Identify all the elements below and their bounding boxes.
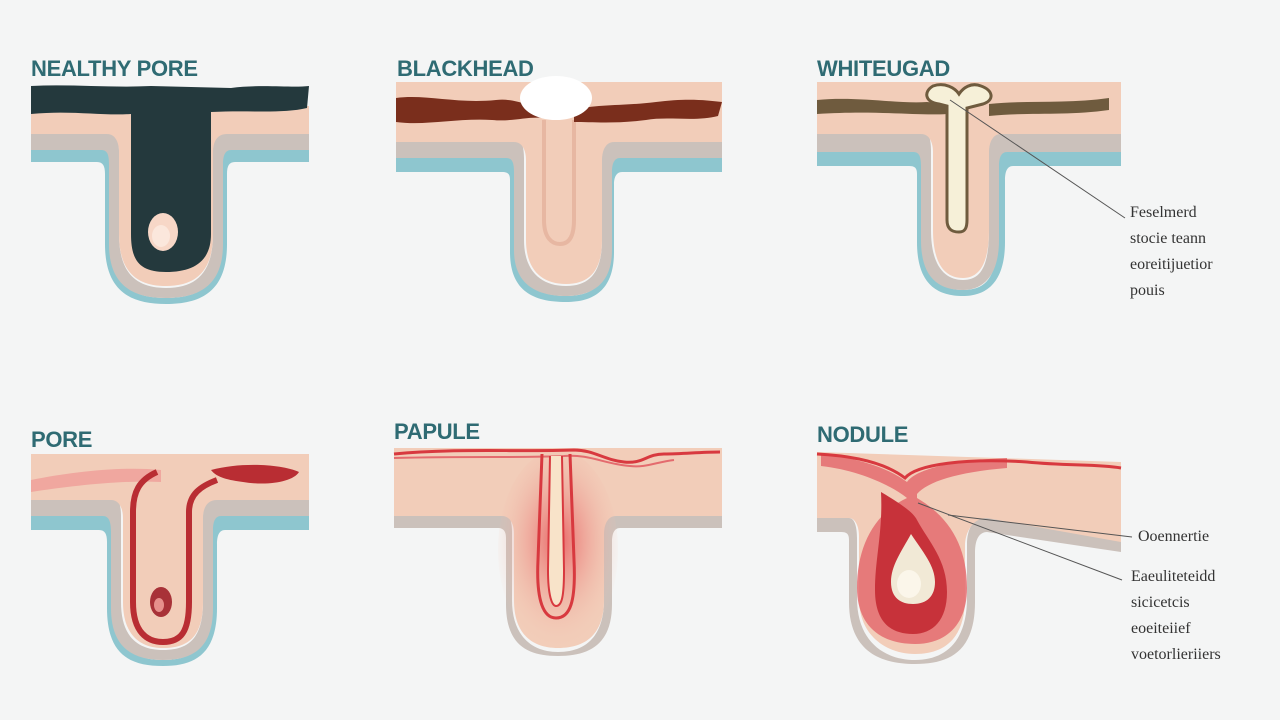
dermis-band bbox=[31, 130, 309, 298]
skin-layer bbox=[31, 454, 309, 648]
follicle-opening bbox=[211, 464, 299, 484]
nodule-leader-line bbox=[917, 502, 1123, 581]
follicle-canal bbox=[130, 469, 219, 646]
skin-layer bbox=[396, 82, 722, 284]
blackhead-illustration bbox=[396, 76, 722, 302]
whitehead-annotation-line: Feselmerd bbox=[1130, 204, 1197, 221]
hair-bulb-highlight bbox=[152, 225, 170, 247]
follicle-bulb-highlight bbox=[154, 598, 164, 612]
whitehead-annotation-line: pouis bbox=[1130, 282, 1165, 299]
whitehead-annotation-line: eoreitijuetior bbox=[1130, 256, 1213, 273]
dermis-band bbox=[396, 138, 722, 296]
pore-illustration bbox=[31, 454, 309, 666]
outer-skin-layer bbox=[817, 150, 1121, 296]
dermis-band bbox=[817, 130, 1121, 290]
closed-comedo-plug bbox=[925, 83, 993, 234]
outer-skin-layer bbox=[31, 146, 309, 304]
nodule-title: NODULE bbox=[817, 422, 909, 447]
open-comedo-opening bbox=[520, 76, 592, 120]
follicle-canal bbox=[542, 120, 576, 247]
pore-title: PORE bbox=[31, 427, 93, 452]
inflamed-surface-line-lower bbox=[393, 454, 675, 468]
pus-highlight bbox=[897, 570, 921, 598]
inflamed-surface-line bbox=[393, 448, 721, 464]
nodule-illustration bbox=[816, 452, 1122, 664]
dermis-band bbox=[817, 516, 1121, 664]
dermis-band bbox=[394, 512, 722, 656]
healthy-pore-illustration bbox=[31, 85, 309, 304]
skin-layer bbox=[817, 82, 1121, 278]
nodule-annotation-line: sicicetcis bbox=[1131, 594, 1190, 611]
nodule-annotation: Eaeuliteteidd sicicetcis eoeiteiief voet… bbox=[1131, 564, 1221, 668]
inflamed-follicle bbox=[536, 453, 576, 620]
whitehead-annotation-line: stocie teann bbox=[1130, 230, 1206, 247]
whitehead-title: WHITEUGAD bbox=[817, 56, 950, 81]
nodule-annotation-line: Eaeuliteteidd bbox=[1131, 568, 1216, 585]
whitehead-leader-line bbox=[949, 99, 1126, 219]
sebum-plug bbox=[31, 85, 309, 272]
sebum-layer-right bbox=[989, 98, 1109, 116]
outer-skin-layer bbox=[31, 514, 309, 666]
dermis-band bbox=[31, 496, 309, 660]
oxidized-sebum bbox=[396, 97, 546, 124]
inflamed-surface-line bbox=[816, 452, 1122, 481]
healthy-pore-title: NEALTHY PORE bbox=[31, 56, 198, 81]
inflamed-follicle-inner bbox=[546, 455, 566, 608]
papule-title: PAPULE bbox=[394, 419, 480, 444]
reddened-surface bbox=[31, 468, 161, 492]
nodule-short-annotation: Ooennertie bbox=[1138, 528, 1210, 545]
oxidized-sebum-right bbox=[574, 99, 722, 123]
nodule-annotation-line: eoeiteiief bbox=[1131, 620, 1191, 637]
papule-illustration bbox=[393, 448, 722, 656]
whitehead-illustration bbox=[817, 82, 1121, 296]
nodule-annotation-line: voetorlieriiers bbox=[1131, 646, 1221, 663]
outer-skin-layer bbox=[396, 156, 722, 302]
sebum-layer bbox=[817, 98, 947, 115]
whitehead-annotation: Feselmerd stocie teann eoreitijuetior po… bbox=[1130, 200, 1213, 304]
nodule-leader-line-short bbox=[947, 514, 1133, 538]
blackhead-title: BLACKHEAD bbox=[397, 56, 534, 81]
